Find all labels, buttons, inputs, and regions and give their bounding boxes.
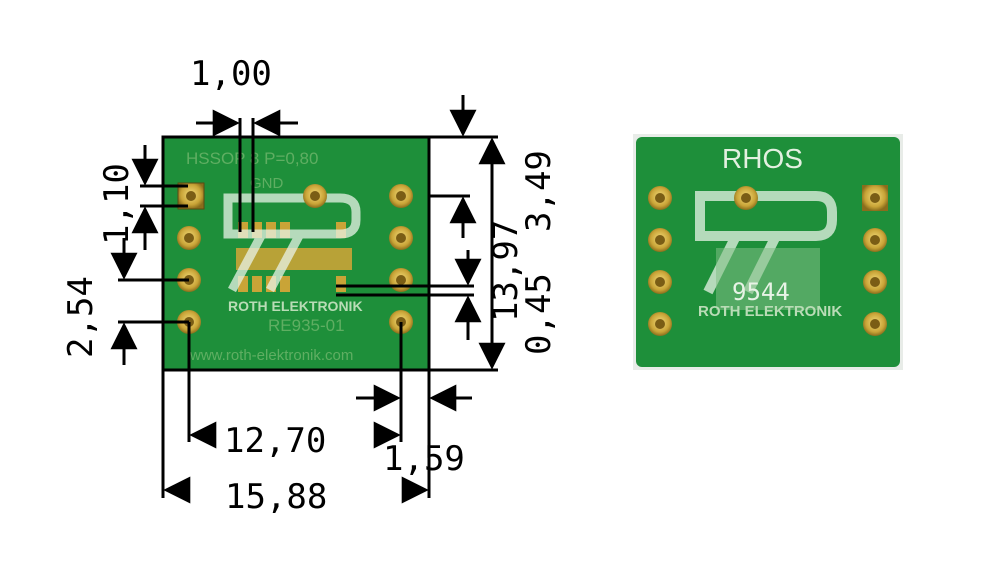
board-back-label-top: RHOS <box>722 143 803 174</box>
dim-width: 15,88 <box>225 477 327 517</box>
pads-back-left <box>648 186 672 336</box>
dim-center-distance: 12,70 <box>224 421 326 461</box>
board-front-label-gnd: GND <box>250 175 284 192</box>
dimension-lines <box>110 95 506 504</box>
pads-left <box>177 182 205 334</box>
dimension-labels: 1,00 1,10 2,54 3,49 13,97 0,45 12,70 1,5… <box>61 54 559 517</box>
board-back: RHOS 9544 ROTH ELEKTRONIK <box>633 134 903 370</box>
roth-logo-icon <box>223 193 361 293</box>
board-front: HSSOP 8 P=0,80 GND RE935-01 www.roth-ele… <box>161 135 431 372</box>
dim-top-offset: 3,49 <box>519 150 559 232</box>
dim-pitch-pad: 1,00 <box>190 54 272 94</box>
dim-pad-width: 1,10 <box>97 163 137 245</box>
board-back-code: 9544 <box>732 278 790 306</box>
smd-center-pad <box>236 248 352 270</box>
dim-edge-offset: 1,59 <box>383 439 465 479</box>
board-front-brand: ROTH ELEKTRONIK <box>228 298 363 314</box>
board-front-part: RE935-01 <box>268 316 345 335</box>
board-back-brand: ROTH ELEKTRONIK <box>698 303 842 320</box>
pads-back-right <box>862 185 888 336</box>
dim-height: 13,97 <box>486 220 526 322</box>
board-back-label-area <box>716 248 820 310</box>
dim-row-pitch: 2,54 <box>61 276 101 358</box>
board-front-url: www.roth-elektronik.com <box>189 347 353 364</box>
dim-smd-pitch: 0,45 <box>519 273 559 355</box>
